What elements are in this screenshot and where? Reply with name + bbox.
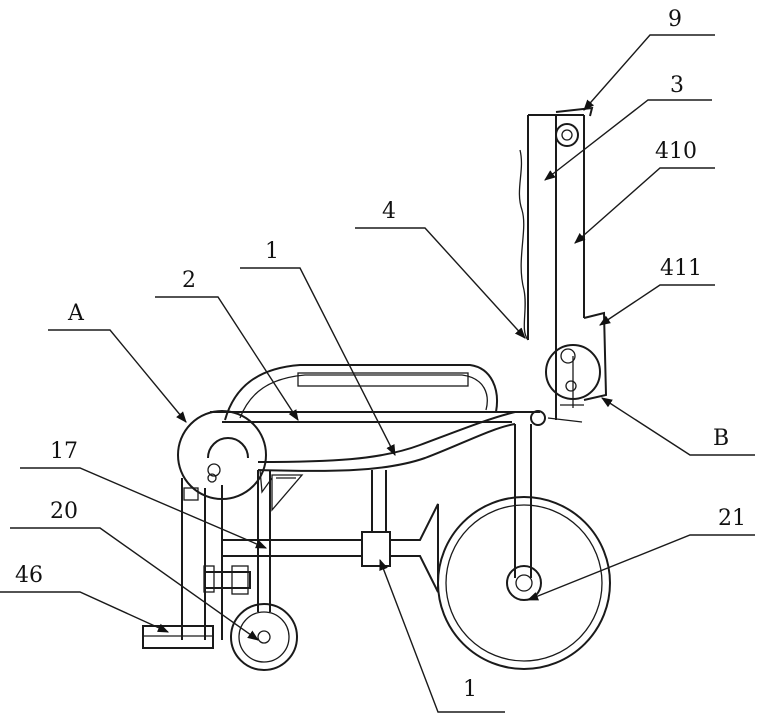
- label-3: 3: [670, 73, 684, 98]
- front-wheel-20: [230, 603, 298, 671]
- seat-frame: [210, 364, 540, 423]
- horizontal-bar-17: [222, 470, 439, 593]
- frame-tube-1: [257, 411, 516, 472]
- label-4: 4: [382, 199, 396, 224]
- rear-wheel-21: [437, 410, 611, 670]
- label-1-top: 1: [265, 239, 279, 264]
- label-21: 21: [718, 506, 746, 531]
- foot-rest-46: [142, 625, 214, 649]
- leader-lines: [0, 34, 755, 713]
- label-411: 411: [660, 256, 702, 281]
- label-9: 9: [668, 7, 682, 32]
- label-17: 17: [50, 439, 78, 464]
- hinge-detail-b: [545, 311, 608, 423]
- adjustment-knob: [203, 565, 251, 595]
- label-2: 2: [182, 268, 196, 293]
- corner-brackets: [259, 469, 304, 512]
- handle-part-9: [555, 106, 594, 147]
- label-20: 20: [50, 499, 78, 524]
- labels: 9 3 410 4 1 2 411 A B 17 21 20 46 1: [15, 7, 746, 702]
- label-b: B: [713, 426, 729, 451]
- label-1-bottom: 1: [463, 677, 477, 702]
- label-46: 46: [15, 563, 43, 588]
- back-support-column: [518, 114, 585, 420]
- label-a: A: [67, 301, 85, 326]
- label-410: 410: [655, 139, 697, 164]
